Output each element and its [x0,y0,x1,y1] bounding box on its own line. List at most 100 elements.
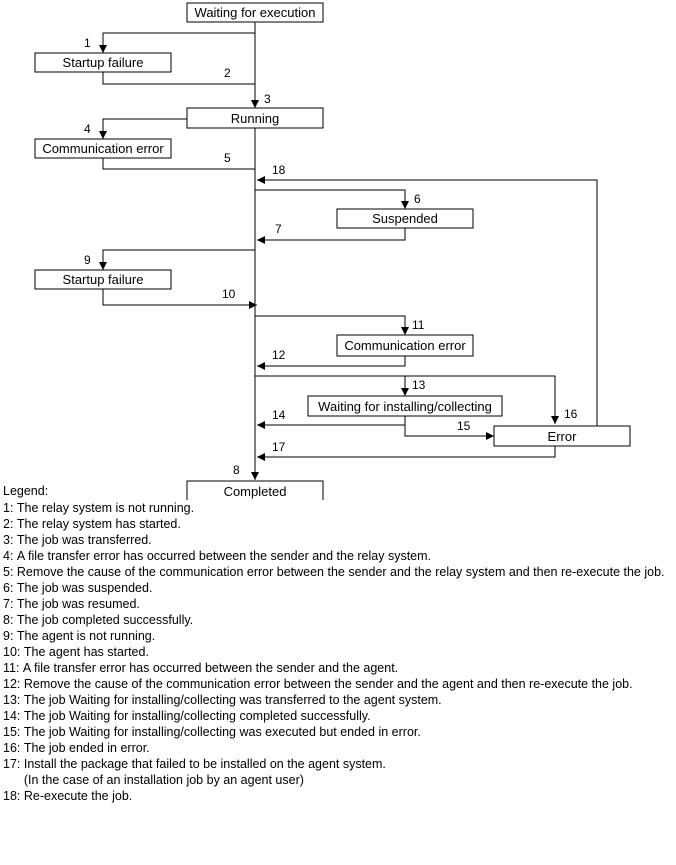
transition-label-15: 15 [457,419,471,433]
state-box-suspended [336,208,474,229]
state-box-startup-failure-1 [34,52,172,73]
legend-item: 1: The relay system is not running. [3,500,671,516]
legend-item: 3: The job was transferred. [3,532,671,548]
transition-arrow-13 [255,375,409,396]
transition-label-8: 8 [233,463,240,477]
transition-arrow-18 [257,176,598,426]
legend-item: 17: Install the package that failed to b… [3,756,671,788]
legend-item-line: (In the case of an installation job by a… [23,773,304,787]
legend-item: 13: The job Waiting for installing/colle… [3,692,671,708]
legend-item-text: The job was transferred. [17,532,671,548]
legend-item-text: The relay system is not running. [17,500,671,516]
legend-item-line: The job Waiting for installing/collectin… [23,709,371,723]
transition-label-10: 10 [222,287,236,301]
transition-arrow-12 [257,356,406,370]
legend-item-number: 13: [3,693,24,707]
legend-item-number: 9: [3,629,17,643]
legend-item-text: The relay system has started. [17,516,671,532]
legend-item: 11: A file transfer error has occurred b… [3,660,671,676]
legend-item-text: The job Waiting for installing/collectin… [24,708,671,724]
state-box-waiting-for-installing [307,395,503,417]
legend-item-text: The job Waiting for installing/collectin… [24,692,671,708]
legend-item-number: 7: [3,597,17,611]
transition-label-2: 2 [224,66,231,80]
state-box-communication-error-2 [336,334,474,357]
legend-item: 18: Re-execute the job. [3,788,671,804]
legend-item-line: Re-execute the job. [23,789,133,803]
state-label-startup-failure-1: Startup failure [63,55,144,70]
legend-item-text: Remove the cause of the communication er… [17,564,671,580]
state-label-suspended: Suspended [372,211,438,226]
legend-item-line: The job ended in error. [23,741,150,755]
legend-item: 4: A file transfer error has occurred be… [3,548,671,564]
transition-arrow-1 [99,32,255,53]
legend-item-line: The job was resumed. [16,597,140,611]
transition-label-14: 14 [272,408,286,422]
legend-item-number: 10: [3,645,24,659]
legend-item-line: Remove the cause of the communication er… [16,565,665,579]
legend: Legend: 1: The relay system is not runni… [3,483,671,804]
transition-arrow-2 [102,72,255,85]
legend-item-text: A file transfer error has occurred betwe… [23,660,671,676]
legend-item-line: Install the package that failed to be in… [23,757,386,771]
state-label-waiting-for-installing: Waiting for installing/collecting [318,399,492,414]
transition-label-7: 7 [275,222,282,236]
transition-label-11: 11 [412,318,425,332]
state-label-completed: Completed [224,484,287,499]
transition-label-1: 1 [84,36,91,50]
legend-item-number: 6: [3,581,17,595]
legend-item-text: The job ended in error. [24,740,671,756]
transition-label-6: 6 [414,192,421,206]
legend-item-number: 4: [3,549,17,563]
transition-label-12: 12 [272,348,286,362]
legend-item-text: A file transfer error has occurred betwe… [17,548,671,564]
legend-item-line: The relay system has started. [16,517,181,531]
transition-arrow-7 [257,228,406,244]
legend-item-line: The job completed successfully. [16,613,194,627]
legend-item: 14: The job Waiting for installing/colle… [3,708,671,724]
legend-item-line: A file transfer error has occurred betwe… [22,661,399,675]
legend-item-text: Install the package that failed to be in… [24,756,671,788]
legend-item-line: The job Waiting for installing/collectin… [23,693,442,707]
state-box-communication-error-1 [34,138,172,159]
transition-arrow-16 [405,375,559,424]
state-transition-diagram: Waiting for execution Startup failure Ru… [34,2,631,500]
legend-item-line: Remove the cause of the communication er… [23,677,633,691]
state-label-communication-error-1: Communication error [42,141,164,156]
transition-label-17: 17 [272,440,286,454]
state-label-startup-failure-2: Startup failure [63,272,144,287]
legend-item-number: 1: [3,501,17,515]
legend-item-text: The agent is not running. [17,628,671,644]
legend-item-line: The relay system is not running. [16,501,195,515]
state-box-startup-failure-2 [34,269,172,290]
transition-arrow-5 [102,158,255,170]
legend-item-number: 18: [3,789,24,803]
state-box-error [493,425,631,447]
legend-item-text: The job completed successfully. [17,612,671,628]
legend-item-number: 3: [3,533,17,547]
legend-item-number: 2: [3,517,17,531]
state-box-waiting-for-execution [186,2,324,23]
legend-item-number: 8: [3,613,17,627]
legend-item: 9: The agent is not running. [3,628,671,644]
legend-item-line: The agent has started. [23,645,149,659]
legend-item-line: The job was suspended. [16,581,153,595]
legend-item: 12: Remove the cause of the communicatio… [3,676,671,692]
legend-item-text: The job was resumed. [17,596,671,612]
transition-arrow-17 [257,446,556,461]
transition-arrow-15 [404,416,494,440]
transition-arrow-11 [255,315,409,335]
transition-label-9: 9 [84,253,91,267]
legend-item-text: The job Waiting for installing/collectin… [24,724,671,740]
legend-item: 7: The job was resumed. [3,596,671,612]
legend-item-number: 15: [3,725,24,739]
transition-label-4: 4 [84,122,91,136]
legend-item: 5: Remove the cause of the communication… [3,564,671,580]
transition-arrow-10 [102,289,257,309]
legend-item: 10: The agent has started. [3,644,671,660]
legend-item-line: The job Waiting for installing/collectin… [23,725,421,739]
legend-title: Legend: [3,484,49,498]
legend-item-number: 12: [3,677,24,691]
legend-item-number: 16: [3,741,24,755]
transition-label-18: 18 [272,163,286,177]
